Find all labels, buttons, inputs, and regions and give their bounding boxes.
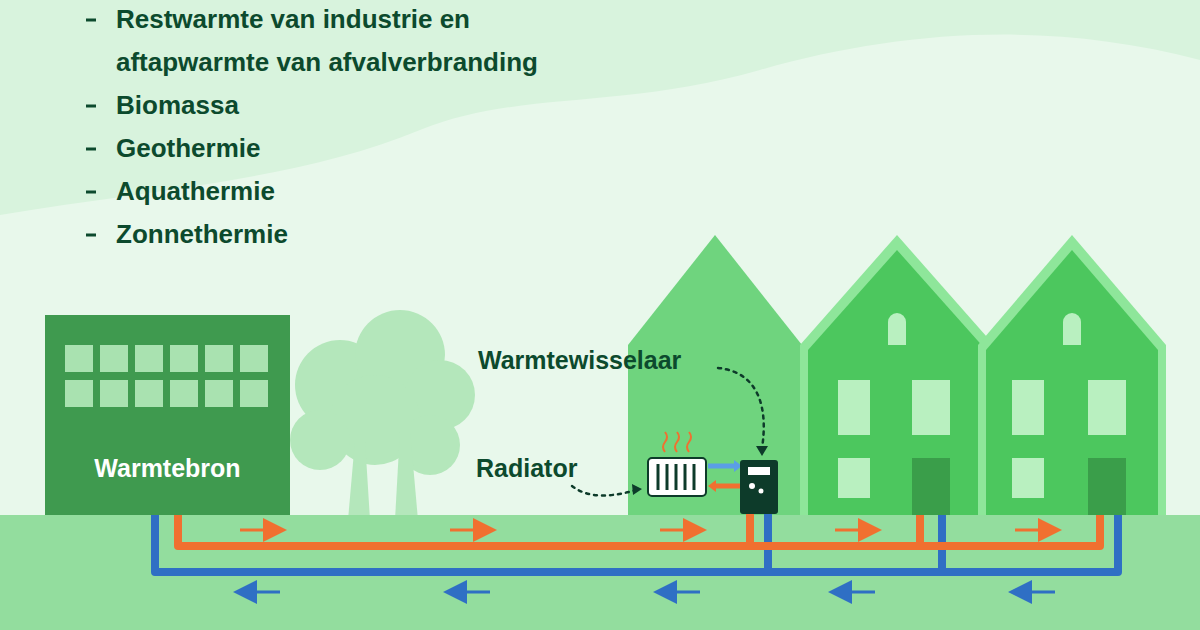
- callout-label: Warmtewisselaar: [478, 345, 681, 375]
- source-building: [45, 315, 290, 515]
- building-name: Warmtebron: [94, 454, 240, 483]
- leader-lines: [572, 368, 764, 496]
- flow-arrows: [240, 530, 1055, 592]
- building-windows: [65, 345, 268, 407]
- list-item: Biomassa: [116, 84, 616, 127]
- leader-head: [632, 484, 642, 495]
- source-label-box: Warmtebron: [45, 440, 290, 496]
- pipes: [155, 512, 1118, 572]
- list-item: Restwarmte van industrie en aftapwarmte …: [116, 0, 616, 84]
- source-list: Restwarmte van industrie en aftapwarmte …: [116, 0, 616, 256]
- list-item: Aquathermie: [116, 170, 616, 213]
- heat-exchanger: [740, 460, 778, 514]
- callout-label: Radiator: [476, 453, 577, 483]
- house: [628, 235, 802, 515]
- list-item: Geothermie: [116, 127, 616, 170]
- bullet-dashes: [86, 20, 96, 235]
- leader-head: [756, 446, 768, 456]
- ground: [0, 515, 1200, 630]
- radiator: [648, 432, 742, 496]
- houses: [800, 235, 1166, 515]
- list-item: Zonnethermie: [116, 213, 616, 256]
- tree: [290, 310, 475, 520]
